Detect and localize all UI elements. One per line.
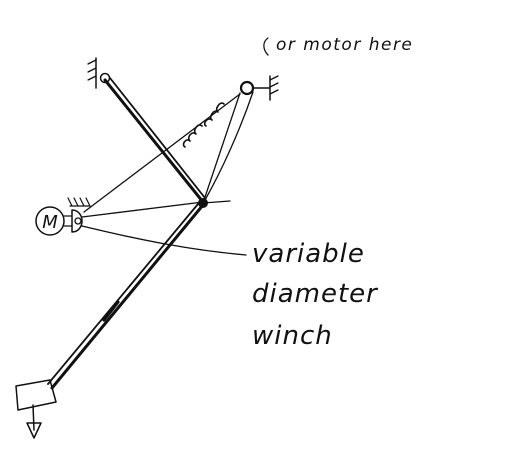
right-anchor-pulley [239,75,279,101]
right-anchor-ground-icon [269,75,279,95]
motor-ground-icon [67,197,91,207]
motor-shaft [63,215,73,227]
right-anchor-mount [252,75,271,101]
down-arrow-icon [26,422,42,439]
left-heavy-cable [103,77,206,204]
or-motor-here-label: or motor here [276,35,413,55]
annotation-pointer-stroke [263,37,269,56]
winch-drum [71,209,83,233]
winch-cable-to-junction [81,201,204,218]
load-box [15,379,57,411]
lower-heavy-cable [47,203,205,390]
motor-circle [35,206,65,236]
load-arrow-shaft [32,404,35,431]
motor-label: M [42,212,58,233]
winch-label: variable diameter winch [252,239,379,351]
diameter-label: diameter [252,279,379,309]
left-anchor-ground-icon [87,59,97,81]
winch-hub [74,217,82,225]
top-annotation: or motor here [263,35,413,56]
junction-tail [202,200,231,204]
right-pulley [239,80,255,96]
upper-spring-coil [203,102,225,127]
lower-spring-coil [182,124,203,148]
load-block [15,379,57,439]
spring-cable-line [83,93,241,213]
cable-splice [102,300,120,322]
right-cable-secondary [204,91,254,201]
motor-assembly: M [35,197,91,236]
spring-cable [83,93,241,213]
right-cable-to-junction [202,92,241,204]
winch-word-label: winch [252,321,333,351]
variable-label: variable [252,239,365,269]
